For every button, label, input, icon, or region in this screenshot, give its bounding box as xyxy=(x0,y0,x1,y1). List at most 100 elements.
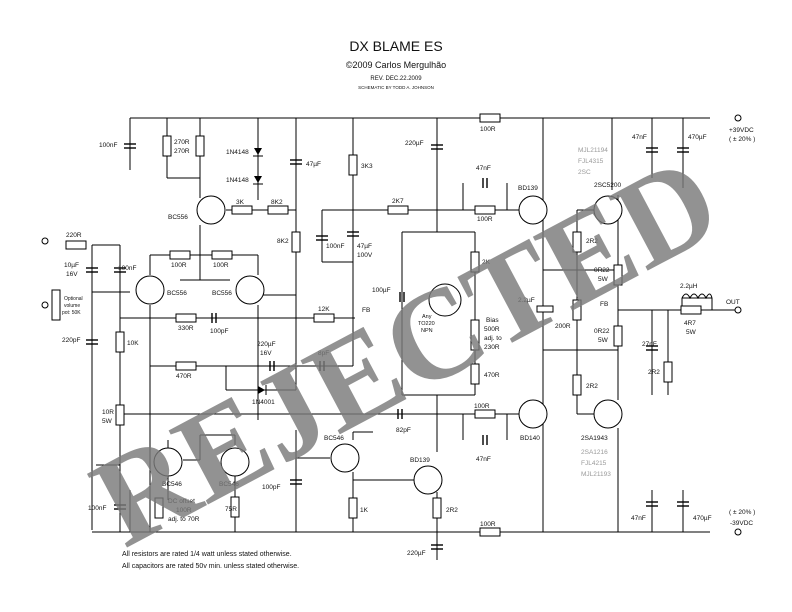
label-r-330R: 330R xyxy=(178,325,194,332)
label-q-bd139-bottom: BD139 xyxy=(410,457,430,464)
resistor-100R-bot xyxy=(479,527,501,537)
label-positive-tol: ( ± 20% ) xyxy=(729,136,755,143)
label-c-47nF-br: 47nF xyxy=(631,515,646,522)
copyright-text: ©2009 Carlos Mergulhão xyxy=(346,60,446,70)
label-c-2-2uF: 2.2µF xyxy=(518,297,535,304)
label-l-2-2uH: 2.2µH xyxy=(680,283,698,290)
label-q-bc546-right: BC546 xyxy=(219,481,239,488)
transistor-2sc5200 xyxy=(593,195,623,225)
resistor-2K7 xyxy=(387,205,409,215)
label-q-bc546-top: BC546 xyxy=(324,435,344,442)
input-terminal[interactable] xyxy=(41,237,49,245)
label-bias-b: 500R xyxy=(484,326,500,333)
label-q-bd140: BD140 xyxy=(520,435,540,442)
label-r-2K: 2K xyxy=(482,259,491,266)
label-pot-c: pot: 50K xyxy=(62,310,81,316)
resistor-2R2-zobel xyxy=(663,361,673,383)
resistor-270R-a xyxy=(162,135,172,157)
label-c-100nF-in: 100nF xyxy=(118,265,136,272)
label-r-100R-a: 100R xyxy=(171,262,187,269)
transistor-bc556-right xyxy=(235,275,265,305)
resistor-100R-a xyxy=(169,250,191,260)
resistor-100R-top xyxy=(479,113,501,123)
label-r-100R-bd: 100R xyxy=(477,216,493,223)
resistor-270R-b xyxy=(195,135,205,157)
label-r-75R: 75R xyxy=(225,506,237,513)
label-c-470uF-br: 470µF xyxy=(693,515,712,522)
negative-rail-terminal[interactable] xyxy=(734,528,742,536)
label-d-1n4148-b: 1N4148 xyxy=(226,177,249,184)
resistor-100R-bd xyxy=(474,205,496,215)
label-r-3K: 3K xyxy=(236,199,245,206)
label-c-10uF-a: 10µF xyxy=(64,262,79,269)
label-fjl4215: FJL4215 xyxy=(581,460,607,467)
label-negative-tol: ( ± 20% ) xyxy=(729,509,755,516)
label-tr-to220: TO220 xyxy=(418,321,435,327)
resistor-8K2-a xyxy=(267,205,289,215)
label-r-220R: 220R xyxy=(66,232,82,239)
resistor-330R xyxy=(175,313,197,323)
label-d-1n4148-a: 1N4148 xyxy=(226,149,249,156)
resistor-75R xyxy=(230,496,240,518)
label-r-8K2-a: 8K2 xyxy=(271,199,283,206)
resistor-2K xyxy=(470,251,480,273)
resistor-2R2-b xyxy=(572,374,582,396)
resistor-100R-b xyxy=(211,250,233,260)
label-q-bc546-left: BC546 xyxy=(162,481,182,488)
label-c-100pF-a: 100pF xyxy=(210,328,228,335)
label-r-2R2-c: 2R2 xyxy=(446,507,458,514)
label-q-2sc5200: 2SC5200 xyxy=(594,182,621,189)
capacitors xyxy=(86,143,689,550)
label-r-100R-b: 100R xyxy=(213,262,229,269)
component-labels: 100nF 270R 270R 1N4148 1N4148 47µF 3K3 2… xyxy=(62,126,755,557)
label-r-1K: 1K xyxy=(360,507,369,514)
resistor-12K xyxy=(313,313,335,323)
label-2sc: 2SC xyxy=(578,169,591,176)
label-q-bc556-top: BC556 xyxy=(168,214,188,221)
label-dc-a: DC offset xyxy=(168,498,195,505)
resistor-200R xyxy=(572,299,582,321)
transistor-bc556-top xyxy=(196,195,226,225)
label-c-47uF-100V-a: 47µF xyxy=(357,243,372,250)
resistor-8K2-b xyxy=(291,231,301,253)
label-fjl4315: FJL4315 xyxy=(578,158,604,165)
label-r-2R2-a: 2R2 xyxy=(586,238,598,245)
resistor-220R xyxy=(65,240,87,250)
note-capacitors: All capacitors are rated 50v min. unless… xyxy=(122,563,299,570)
label-fb-mid: FB xyxy=(362,307,370,314)
label-dc-b: 100R xyxy=(176,507,192,514)
label-positive-rail: +39VDC xyxy=(729,127,754,134)
positive-rail-terminal[interactable] xyxy=(734,114,742,122)
resistor-2R2-c xyxy=(432,497,442,519)
label-r-10R-b: 5W xyxy=(102,418,113,425)
author-text: SCHEMATIC BY TODD A. JOHNSON xyxy=(358,85,434,90)
label-r-270R-b: 270R xyxy=(174,148,190,155)
label-r-100R-top: 100R xyxy=(480,126,496,133)
label-c-47uF: 47µF xyxy=(306,161,321,168)
resistor-0R22-bot xyxy=(613,325,623,347)
label-c-100nF-bl: 100nF xyxy=(88,505,106,512)
resistor-10R-5W xyxy=(115,404,125,426)
transistor-bc546-top xyxy=(330,443,360,473)
label-r-10R-a: 10R xyxy=(102,409,114,416)
transistor-bd139-bottom xyxy=(413,465,443,495)
label-c-47uF-100V-b: 100V xyxy=(357,252,373,259)
label-r-3K3: 3K3 xyxy=(361,163,373,170)
label-r-2R2-zobel: 2R2 xyxy=(648,369,660,376)
resistor-4R7 xyxy=(680,305,702,315)
bias-trimmer-500R xyxy=(470,319,480,351)
rejected-stamp: REJECTED xyxy=(71,128,741,574)
label-c-82pF: 82pF xyxy=(396,427,411,434)
transistor-2sa1943 xyxy=(593,399,623,429)
label-c-470uF-tr: 470µF xyxy=(688,134,707,141)
revision-text: REV. DEC.22.2009 xyxy=(370,76,422,82)
label-c-47nF-bd: 47nF xyxy=(476,165,491,172)
volume-pot xyxy=(51,289,61,321)
label-c-220pF: 220pF xyxy=(62,337,80,344)
input-ground-terminal[interactable] xyxy=(41,301,49,309)
resistor-2R2-a xyxy=(572,231,582,253)
label-r-12K: 12K xyxy=(318,306,330,313)
label-c-8pF: 8pF xyxy=(318,350,329,357)
output-terminal[interactable] xyxy=(734,306,742,314)
label-pot-b: volume xyxy=(64,303,80,309)
